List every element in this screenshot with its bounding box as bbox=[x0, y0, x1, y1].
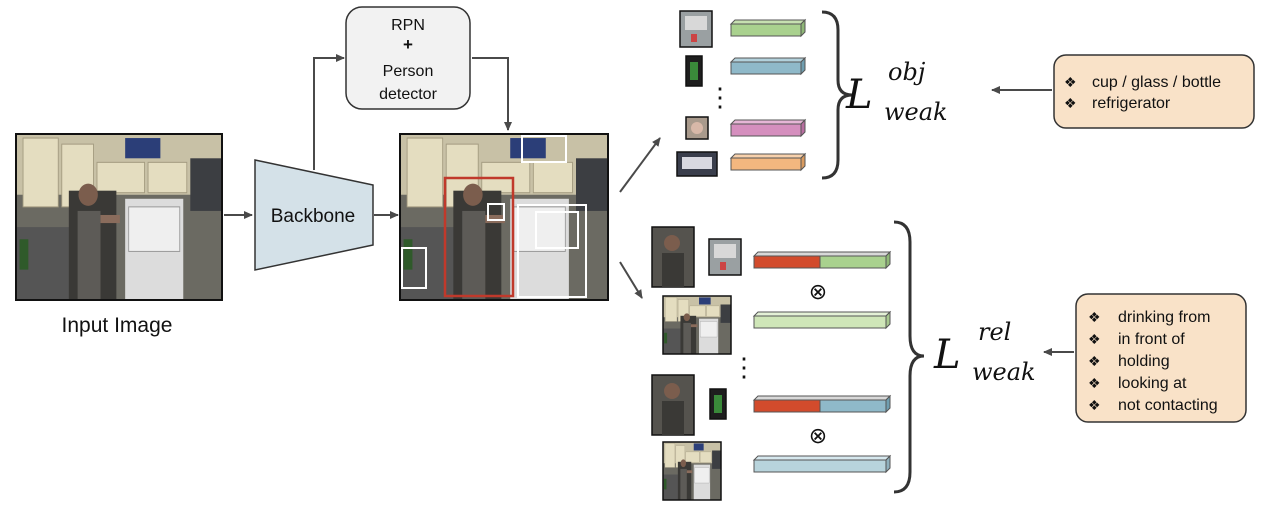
relation-label-2: in front of bbox=[1118, 331, 1185, 348]
object-loss-subscript: weak bbox=[884, 98, 948, 126]
object-crop-bottle bbox=[685, 55, 703, 87]
relation-label-bullet-5: ❖ bbox=[1088, 397, 1101, 413]
relation-label-1: drinking from bbox=[1118, 309, 1210, 326]
relation-loss-superscript: rel bbox=[978, 318, 1011, 346]
relation-crop-person-1 bbox=[651, 226, 695, 288]
box-bounding-box bbox=[521, 135, 567, 163]
object-label-bullet-1: ❖ bbox=[1064, 74, 1077, 90]
relation-pair-2 bbox=[651, 374, 727, 436]
rpn-detector-box bbox=[345, 6, 471, 110]
relation-brace bbox=[893, 220, 925, 494]
object-crop-cup bbox=[685, 116, 709, 140]
relation-pair-feature-2 bbox=[752, 394, 892, 414]
relation-label-4: looking at bbox=[1118, 375, 1187, 392]
object-feature-bar-green bbox=[729, 18, 807, 38]
object-loss: L obj weak bbox=[845, 58, 948, 126]
rpn-label: RPN bbox=[391, 17, 425, 34]
relation-loss: L rel weak bbox=[933, 318, 1036, 386]
object-label-1: cup / glass / bottle bbox=[1092, 74, 1221, 91]
detection-image bbox=[399, 133, 609, 301]
object-loss-symbol: L bbox=[845, 72, 873, 118]
relation-loss-subscript: weak bbox=[972, 358, 1036, 386]
relation-context-feature-2 bbox=[752, 454, 892, 474]
object-loss-superscript: obj bbox=[888, 58, 926, 86]
relation-label-3: holding bbox=[1118, 353, 1170, 370]
object-labels-box bbox=[1053, 54, 1255, 129]
backbone-block bbox=[254, 159, 374, 271]
fridge-inner-bounding-box bbox=[535, 211, 579, 249]
object-label-2: refrigerator bbox=[1092, 95, 1171, 112]
relation-pair-1 bbox=[651, 226, 742, 288]
relation-vdots: ⋮ bbox=[731, 352, 757, 382]
object-crops bbox=[676, 10, 718, 177]
fridge-bounding-box bbox=[517, 204, 587, 298]
arrow-backbone-to-rpn bbox=[313, 54, 345, 170]
rpn-person: Person bbox=[383, 63, 434, 80]
object-vdots: ⋮ bbox=[707, 82, 733, 112]
relation-label-bullet-2: ❖ bbox=[1088, 331, 1101, 347]
arrow-to-object-branch bbox=[619, 137, 661, 193]
object-crop-box bbox=[676, 151, 718, 177]
object-crop-fridge bbox=[679, 10, 713, 48]
object-brace bbox=[821, 10, 853, 180]
object-feature-bar-pink bbox=[729, 118, 807, 138]
relation-context-feature-1 bbox=[752, 310, 892, 330]
relation-crop-bottle-2 bbox=[709, 388, 727, 420]
relation-label-5: not contacting bbox=[1118, 397, 1218, 414]
bottle-bounding-box bbox=[401, 247, 427, 289]
cup-bounding-box bbox=[487, 203, 505, 221]
relation-label-bullet-4: ❖ bbox=[1088, 375, 1101, 391]
relation-context-crop-2 bbox=[662, 441, 722, 501]
person-bounding-box bbox=[443, 176, 515, 298]
arrow-to-relation-branch bbox=[619, 261, 643, 299]
arrow-rpn-to-detections bbox=[472, 57, 512, 131]
relation-crop-fridge-1 bbox=[708, 238, 742, 276]
relation-label-bullet-1: ❖ bbox=[1088, 309, 1101, 325]
backbone-label: Backbone bbox=[271, 206, 356, 227]
input-image bbox=[15, 133, 223, 301]
relation-pair-feature-1 bbox=[752, 250, 892, 270]
relation-context-crop-1 bbox=[662, 295, 732, 355]
rpn-detector: detector bbox=[379, 86, 437, 103]
object-feature-bars bbox=[729, 18, 807, 172]
input-image-label: Input Image bbox=[62, 314, 173, 337]
object-feature-bar-orange bbox=[729, 152, 807, 172]
object-label-bullet-2: ❖ bbox=[1064, 95, 1077, 111]
otimes-2: ⊗ bbox=[809, 423, 827, 448]
relation-labels-box bbox=[1075, 293, 1247, 423]
relation-crop-person-2 bbox=[651, 374, 695, 436]
rpn-plus: + bbox=[403, 35, 413, 54]
relation-label-bullet-3: ❖ bbox=[1088, 353, 1101, 369]
object-feature-bar-blue bbox=[729, 56, 807, 76]
otimes-1: ⊗ bbox=[809, 279, 827, 304]
relation-loss-symbol: L bbox=[933, 332, 961, 378]
